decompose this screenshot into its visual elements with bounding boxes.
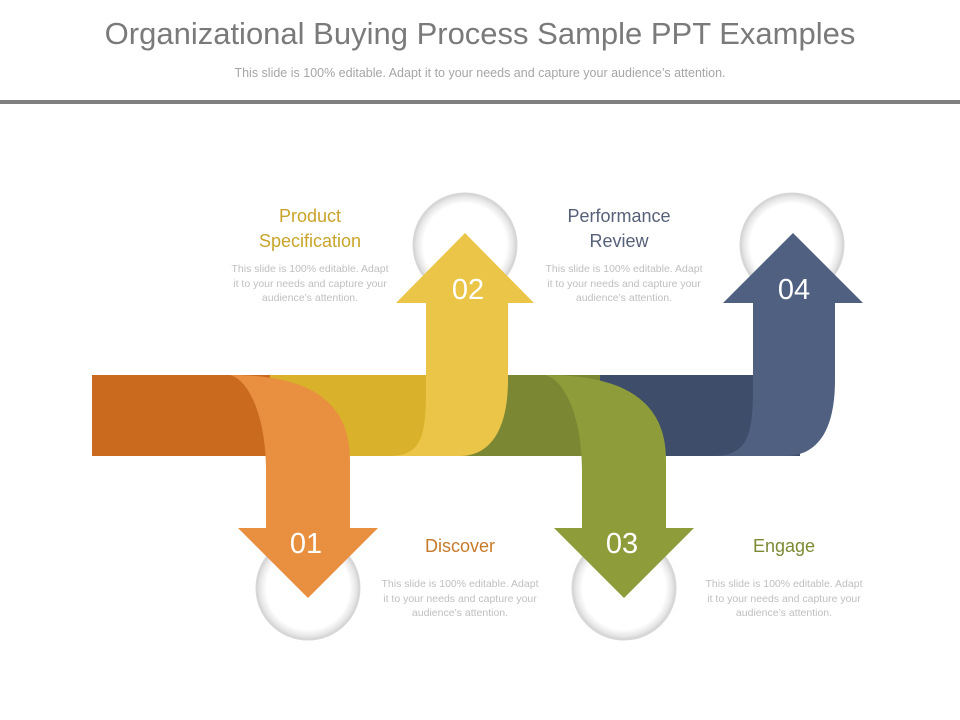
slide-title: Organizational Buying Process Sample PPT…	[104, 16, 856, 51]
step-title-03: Performance Review	[529, 204, 709, 254]
step-desc-02: This slide is 100% editable. Adapt it to…	[231, 263, 389, 304]
arrow-04	[712, 233, 863, 456]
arrow-01	[230, 375, 378, 598]
step-number-04: 04	[778, 274, 810, 306]
step-title-02: Product Specification	[220, 204, 400, 254]
step-number-02: 02	[452, 274, 484, 306]
step-title-02-line2: Specification	[258, 231, 362, 251]
step-title-03-line1: Performance	[567, 206, 671, 226]
step-desc-01: This slide is 100% editable. Adapt it to…	[381, 578, 539, 619]
step-title-01: Discover	[424, 536, 495, 556]
step-number-03: 03	[606, 528, 638, 560]
step-desc-03: This slide is 100% editable. Adapt it to…	[545, 263, 703, 304]
step-title-02-line1: Product	[278, 206, 342, 226]
arrow-02	[388, 233, 534, 456]
title-divider	[0, 100, 960, 104]
step-desc-04: This slide is 100% editable. Adapt it to…	[705, 578, 863, 619]
step-title-03-line2: Review	[589, 231, 649, 251]
step-number-01: 01	[290, 528, 322, 560]
slide-subtitle: This slide is 100% editable. Adapt it to…	[234, 66, 726, 80]
step-title-04: Engage	[752, 536, 816, 556]
arrow-03	[545, 375, 694, 598]
